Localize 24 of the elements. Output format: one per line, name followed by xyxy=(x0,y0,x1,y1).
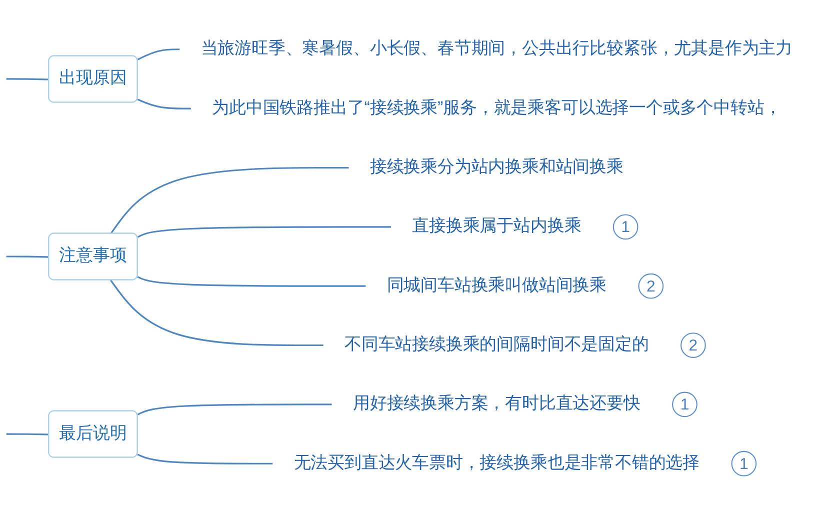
node-text: 无法买到直达火车票时，接续换乘也是非常不错的选择 xyxy=(294,454,700,472)
node-text: 同城间车站换乘叫做站间换乘 xyxy=(386,276,607,295)
connector xyxy=(137,404,332,416)
connector xyxy=(137,276,366,287)
node-text: 直接换乘属于站内换乘 xyxy=(412,217,582,236)
connector xyxy=(6,78,50,80)
node-text: 为此中国铁路推出了“接续换乘”服务，就是乘客可以选择一个或多个中转站， xyxy=(212,99,782,118)
node-text: 当旅游旺季、寒暑假、小长假、春节期间，公共出行比较紧张，尤其是作为主力 xyxy=(200,40,793,58)
node-text: 不同车站接续换乘的间隔时间不是固定的 xyxy=(344,336,649,354)
connector xyxy=(110,166,349,234)
connector xyxy=(137,98,191,110)
connector xyxy=(6,256,50,258)
node-text: 接续换乘分为站内换乘和站间换乘 xyxy=(370,158,624,176)
connector xyxy=(137,454,273,464)
number-badge: 1 xyxy=(731,450,757,476)
connector xyxy=(137,48,180,60)
connector xyxy=(137,226,391,238)
number-badge: 2 xyxy=(638,273,664,299)
number-badge: 1 xyxy=(612,214,638,240)
connector xyxy=(6,433,50,436)
connector xyxy=(110,280,324,346)
number-badge: 2 xyxy=(680,332,706,358)
number-badge: 1 xyxy=(672,392,698,418)
node-text: 用好接续换乘方案，有时比直达还要快 xyxy=(352,394,640,413)
